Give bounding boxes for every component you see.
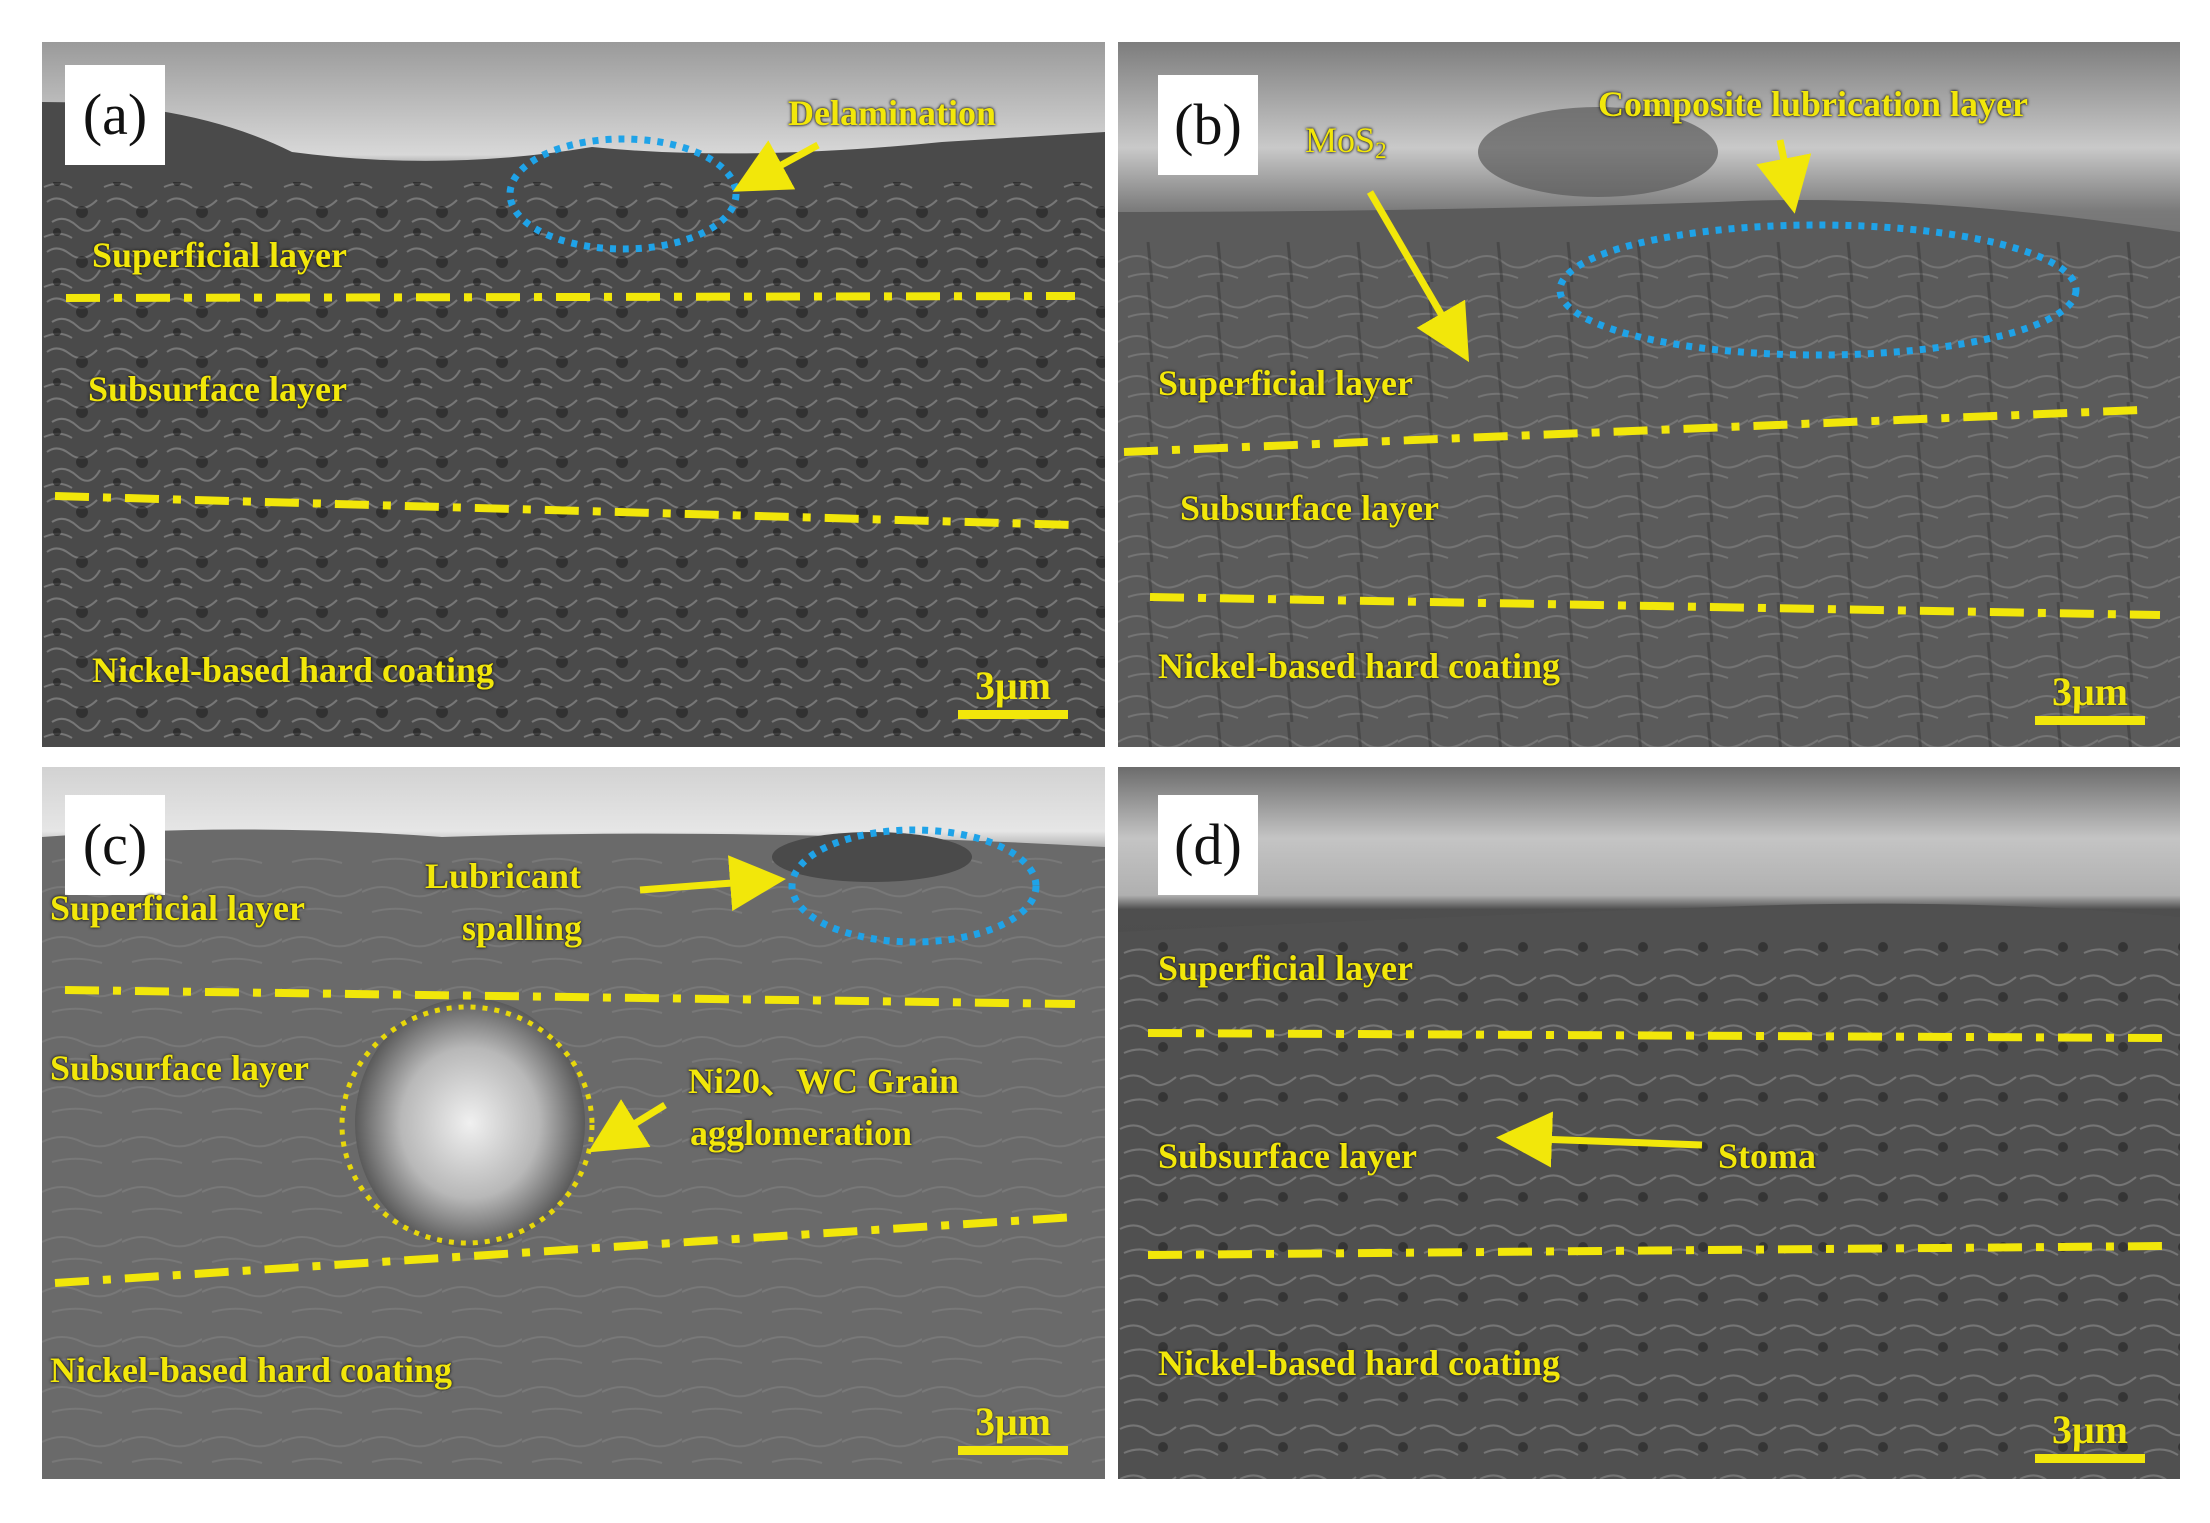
label-d-superficial-layer: Superficial layer (1158, 948, 1413, 988)
scale-bar-b-line (2035, 716, 2145, 725)
panel-label-c: (c) (65, 795, 165, 895)
label-b-mos2: MoS2 (1305, 120, 1387, 164)
label-d-stoma: Stoma (1718, 1136, 1816, 1176)
label-a-superficial-layer: Superficial layer (92, 235, 347, 275)
label-c-grain-line2: agglomeration (690, 1113, 912, 1153)
scale-bar-a: 3μm (958, 666, 1068, 719)
label-b-superficial-layer: Superficial layer (1158, 363, 1413, 403)
label-b-subsurface-layer: Subsurface layer (1180, 488, 1439, 528)
scale-bar-c: 3μm (958, 1402, 1068, 1455)
label-b-coating: Nickel-based hard coating (1158, 646, 1561, 686)
scale-bar-d: 3μm (2035, 1410, 2145, 1463)
scale-bar-d-label: 3μm (2052, 1407, 2128, 1452)
label-a-delamination: Delamination (788, 93, 997, 133)
label-c-subsurface-layer: Subsurface layer (50, 1048, 309, 1088)
panel-label-d: (d) (1158, 795, 1258, 895)
label-d-coating: Nickel-based hard coating (1158, 1343, 1561, 1383)
label-a-subsurface-layer: Subsurface layer (88, 369, 347, 409)
scale-bar-a-label: 3μm (975, 663, 1051, 708)
sem-panel-b (1118, 42, 2180, 747)
scale-bar-a-line (958, 710, 1068, 719)
label-c-spalling: spalling (462, 908, 583, 948)
label-b-composite-layer: Composite lubrication layer (1598, 84, 2028, 124)
panel-label-b: (b) (1158, 75, 1258, 175)
label-c-superficial-layer: Superficial layer (50, 888, 305, 928)
scale-bar-d-line (2035, 1454, 2145, 1463)
label-d-subsurface-layer: Subsurface layer (1158, 1136, 1417, 1176)
label-a-coating: Nickel-based hard coating (92, 650, 495, 690)
label-c-coating: Nickel-based hard coating (50, 1350, 453, 1390)
sem-image-a (42, 42, 1105, 747)
label-b-mos2-sub: 2 (1375, 137, 1387, 164)
label-c-grain-line1: Ni20、WC Grain (688, 1061, 960, 1101)
scale-bar-c-line (958, 1446, 1068, 1455)
scale-bar-c-label: 3μm (975, 1399, 1051, 1444)
sem-image-d (1118, 767, 2180, 1479)
label-c-lubricant: Lubricant (425, 856, 582, 896)
sem-panel-d (1118, 767, 2180, 1479)
panel-label-a: (a) (65, 65, 165, 165)
scale-bar-b-label: 3μm (2052, 669, 2128, 714)
label-b-mos2-main: MoS (1305, 120, 1376, 160)
scale-bar-b: 3μm (2035, 672, 2145, 725)
